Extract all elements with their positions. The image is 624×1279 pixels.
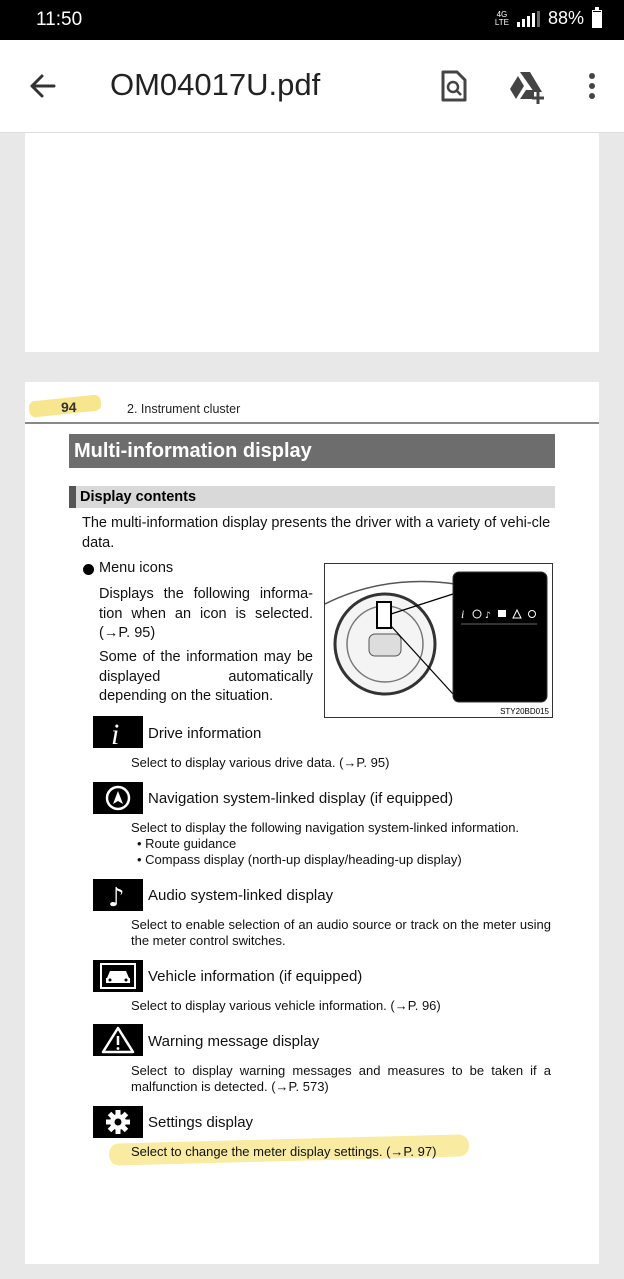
search-in-document-icon[interactable] [433, 66, 473, 106]
svg-text:i: i [111, 718, 119, 748]
list-item: Compass display (north-up display/headin… [145, 852, 551, 868]
item-description-text: Select to display the following navigati… [131, 820, 520, 835]
dashboard-illustration: i ♪ [324, 571, 548, 703]
item-description: Select to display the following navigati… [131, 820, 551, 868]
bullet-icon [83, 564, 94, 575]
status-time: 11:50 [36, 9, 83, 30]
add-to-drive-icon[interactable] [506, 66, 546, 106]
page-number: 94 [61, 399, 77, 415]
more-options-icon[interactable] [572, 66, 612, 106]
pdf-page: 94 2. Instrument cluster Multi-informati… [25, 382, 599, 1264]
item-label: Audio system-linked display [148, 887, 334, 904]
gear-icon [93, 1106, 143, 1138]
item-label: Vehicle information (if equipped) [148, 968, 363, 985]
menu-icons-description: Displays the following informa-tion when… [99, 586, 313, 641]
item-label: Warning message display [148, 1033, 320, 1050]
item-description: Select to enable selection of an audio s… [131, 917, 551, 948]
item-description: Select to change the meter display setti… [131, 1144, 437, 1159]
list-item: Route guidance [145, 836, 551, 852]
navigation-icon [93, 782, 143, 814]
subsection-title: Display contents [69, 486, 555, 508]
battery-percent: 88% [547, 8, 584, 28]
header-rule [25, 422, 599, 424]
item-label: Settings display [148, 1114, 254, 1131]
item-label: Drive information [148, 725, 262, 742]
battery-icon [592, 6, 602, 28]
music-note-icon: ♪ [93, 879, 143, 913]
svg-text:♪: ♪ [485, 611, 491, 621]
page-header: 94 2. Instrument cluster [25, 382, 599, 426]
pdf-page-previous [25, 133, 599, 352]
item-description: Select to display various drive data. (→… [131, 755, 390, 770]
vehicle-icon [93, 960, 143, 992]
back-arrow-icon[interactable] [24, 66, 64, 106]
item-description: Select to display various vehicle inform… [131, 998, 441, 1013]
warning-icon [93, 1024, 143, 1056]
menu-icons-title: Menu icons [99, 560, 174, 576]
chapter-title: 2. Instrument cluster [127, 402, 241, 416]
intro-text: The multi-information display presents t… [82, 515, 551, 551]
menu-icons-note: Some of the information may be displayed… [99, 649, 313, 704]
item-description: Select to display warning messages and m… [131, 1063, 551, 1094]
document-title: OM04017U.pdf [110, 67, 321, 102]
item-label: Navigation system-linked display (if equ… [148, 790, 454, 807]
figure-code: STY20BD015 [500, 707, 549, 716]
info-icon: i [93, 716, 143, 751]
app-bar: OM04017U.pdf [0, 40, 624, 133]
section-title: Multi-information display [69, 434, 555, 468]
dashboard-figure: i ♪ STY20BD015 [324, 563, 553, 718]
svg-text:i: i [461, 607, 464, 621]
svg-text:♪: ♪ [108, 883, 125, 911]
signal-icon [516, 10, 540, 27]
